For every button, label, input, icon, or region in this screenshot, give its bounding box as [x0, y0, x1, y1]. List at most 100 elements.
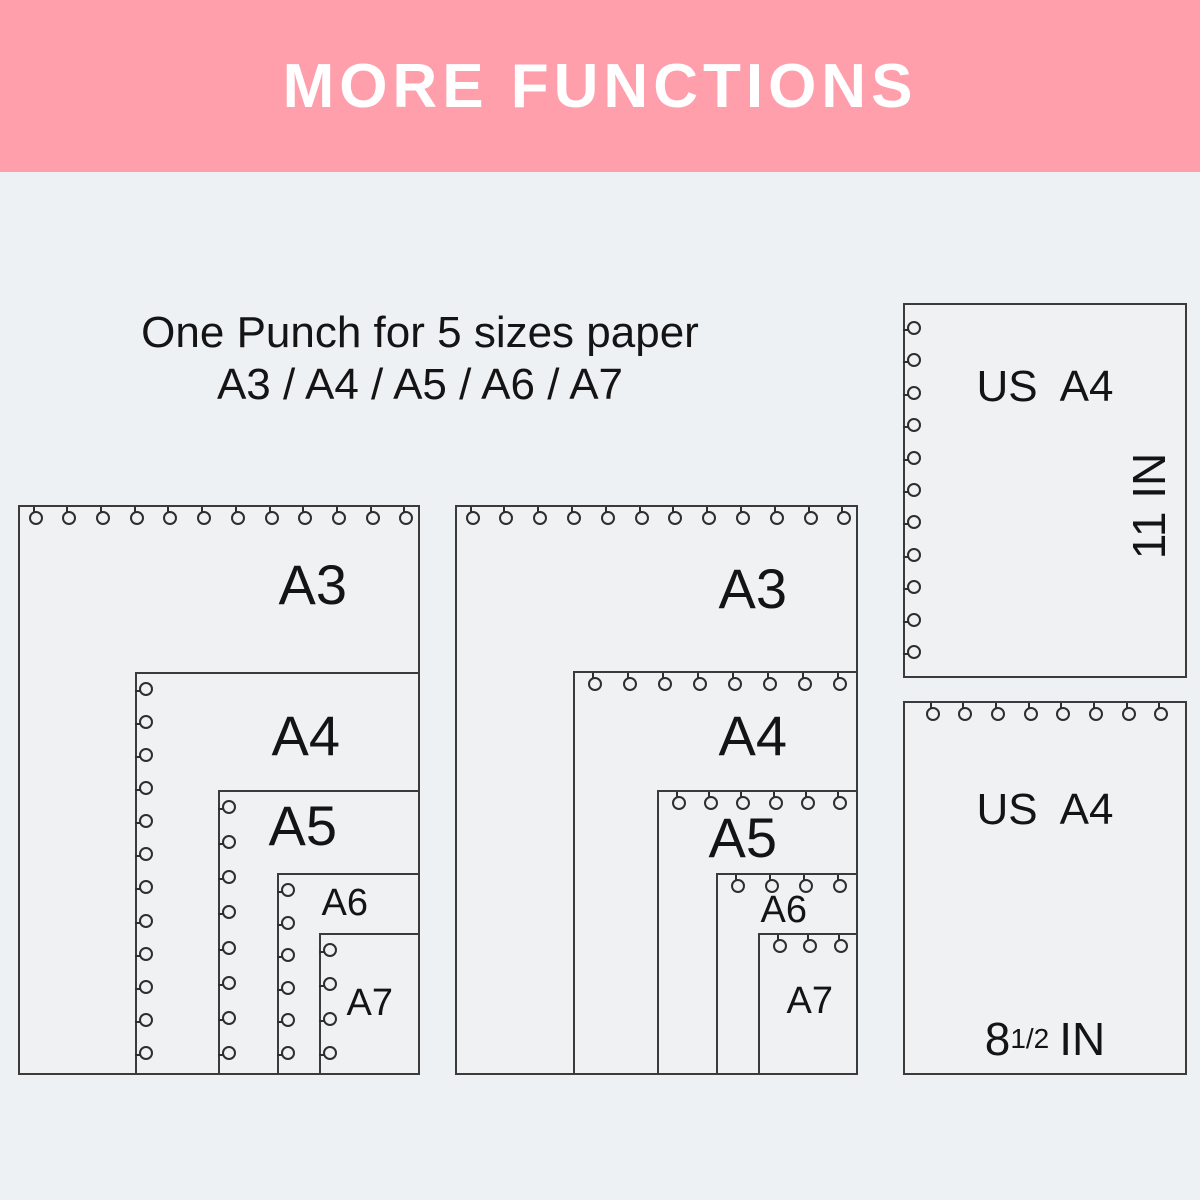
punch-hole-icon: [692, 673, 707, 691]
punch-hole-icon: [990, 703, 1005, 721]
punch-hole-icon: [218, 804, 233, 815]
punch-hole-icon: [465, 507, 480, 525]
width-fraction: 1/2: [1010, 1023, 1050, 1054]
sheet-a7-left: A7: [319, 933, 418, 1073]
punch-holes-top: [587, 673, 848, 691]
punch-hole-icon: [730, 875, 745, 893]
punch-holes-top: [671, 792, 848, 810]
punch-hole-icon: [837, 507, 852, 525]
punch-holes-top: [465, 507, 852, 525]
punch-hole-icon: [319, 981, 334, 992]
punch-hole-icon: [197, 507, 212, 525]
punch-hole-icon: [135, 918, 150, 929]
banner: MORE FUNCTIONS: [0, 0, 1200, 172]
punch-hole-icon: [764, 875, 779, 893]
punch-hole-icon: [903, 617, 918, 628]
punch-hole-icon: [903, 325, 918, 336]
punch-hole-icon: [135, 752, 150, 763]
punch-hole-icon: [958, 703, 973, 721]
punch-holes-top: [925, 703, 1169, 721]
punch-hole-icon: [1089, 703, 1104, 721]
punch-hole-icon: [833, 875, 848, 893]
punch-hole-icon: [129, 507, 144, 525]
punch-hole-icon: [702, 507, 717, 525]
sheet-label-a3-middle: A3: [718, 557, 788, 620]
punch-hole-icon: [319, 1016, 334, 1027]
punch-hole-icon: [135, 785, 150, 796]
punch-holes-left: [279, 885, 290, 1063]
punch-hole-icon: [736, 507, 750, 525]
sheet-a3-left: A3 A4 A5 A6 A7: [18, 505, 420, 1075]
punch-hole-icon: [218, 909, 233, 920]
punch-hole-icon: [668, 507, 683, 525]
punch-hole-icon: [622, 673, 637, 691]
punch-hole-icon: [264, 507, 279, 525]
punch-hole-icon: [399, 507, 414, 525]
punch-holes-top: [730, 875, 848, 893]
punch-hole-icon: [600, 507, 615, 525]
punch-hole-icon: [277, 1050, 292, 1061]
punch-hole-icon: [803, 507, 818, 525]
width-number: 8: [984, 1013, 1011, 1065]
punch-hole-icon: [277, 952, 292, 963]
sheet-label-a6-middle: A6: [760, 889, 807, 931]
sheet-label-a5-left: A5: [268, 794, 338, 857]
punch-hole-icon: [499, 507, 514, 525]
sheet-a4-middle: A4: [573, 671, 856, 1073]
punch-hole-icon: [277, 920, 292, 931]
punch-hole-icon: [218, 839, 233, 850]
punch-hole-icon: [163, 507, 178, 525]
punch-hole-icon: [218, 874, 233, 885]
punch-hole-icon: [135, 851, 150, 862]
punch-holes-left: [220, 802, 231, 1063]
punch-hole-icon: [925, 703, 940, 721]
sheet-a5-left: A5: [218, 790, 418, 1073]
punch-hole-icon: [798, 673, 813, 691]
punch-hole-icon: [903, 649, 918, 660]
punch-hole-icon: [903, 519, 918, 530]
sheet-a6-left: A6: [277, 873, 418, 1073]
sheet-label-a7-left: A7: [346, 982, 393, 1024]
punch-holes-left: [321, 945, 332, 1063]
punch-hole-icon: [135, 719, 150, 730]
sheet-a5-middle: A5: [657, 790, 856, 1073]
punch-hole-icon: [1056, 703, 1071, 721]
punch-hole-icon: [135, 1017, 150, 1028]
sheet-label-a4-left: A4: [271, 704, 341, 767]
heading: One Punch for 5 sizes paper A3 / A4 / A5…: [0, 307, 840, 411]
sheet-label-a4-middle: A4: [718, 704, 788, 767]
punch-hole-icon: [799, 875, 814, 893]
punch-hole-icon: [319, 947, 334, 958]
punch-hole-icon: [365, 507, 380, 525]
banner-title: MORE FUNCTIONS: [282, 51, 918, 121]
punch-hole-icon: [218, 980, 233, 991]
punch-hole-icon: [671, 792, 686, 810]
sheet-a4-left: A4: [135, 672, 418, 1073]
punch-hole-icon: [903, 487, 918, 498]
punch-hole-icon: [319, 1050, 334, 1061]
punch-hole-icon: [768, 792, 783, 810]
punch-hole-icon: [903, 584, 918, 595]
sheet-a7-middle: A7: [758, 933, 856, 1073]
punch-holes-left: [137, 684, 148, 1063]
punch-hole-icon: [703, 792, 718, 810]
punch-holes-top: [772, 935, 848, 953]
punch-hole-icon: [135, 818, 150, 829]
punch-hole-icon: [135, 951, 150, 962]
punch-hole-icon: [331, 507, 346, 525]
punch-holes-top: [28, 507, 414, 525]
punch-hole-icon: [1121, 703, 1136, 721]
punch-hole-icon: [218, 945, 233, 956]
heading-line-2: A3 / A4 / A5 / A6 / A7: [216, 360, 624, 409]
punch-hole-icon: [769, 507, 784, 525]
punch-hole-icon: [833, 792, 848, 810]
punch-hole-icon: [772, 935, 787, 953]
punch-hole-icon: [833, 935, 848, 953]
punch-hole-icon: [533, 507, 548, 525]
punch-hole-icon: [801, 792, 816, 810]
punch-hole-icon: [634, 507, 649, 525]
punch-hole-icon: [218, 1050, 233, 1061]
punch-hole-icon: [135, 1050, 150, 1061]
